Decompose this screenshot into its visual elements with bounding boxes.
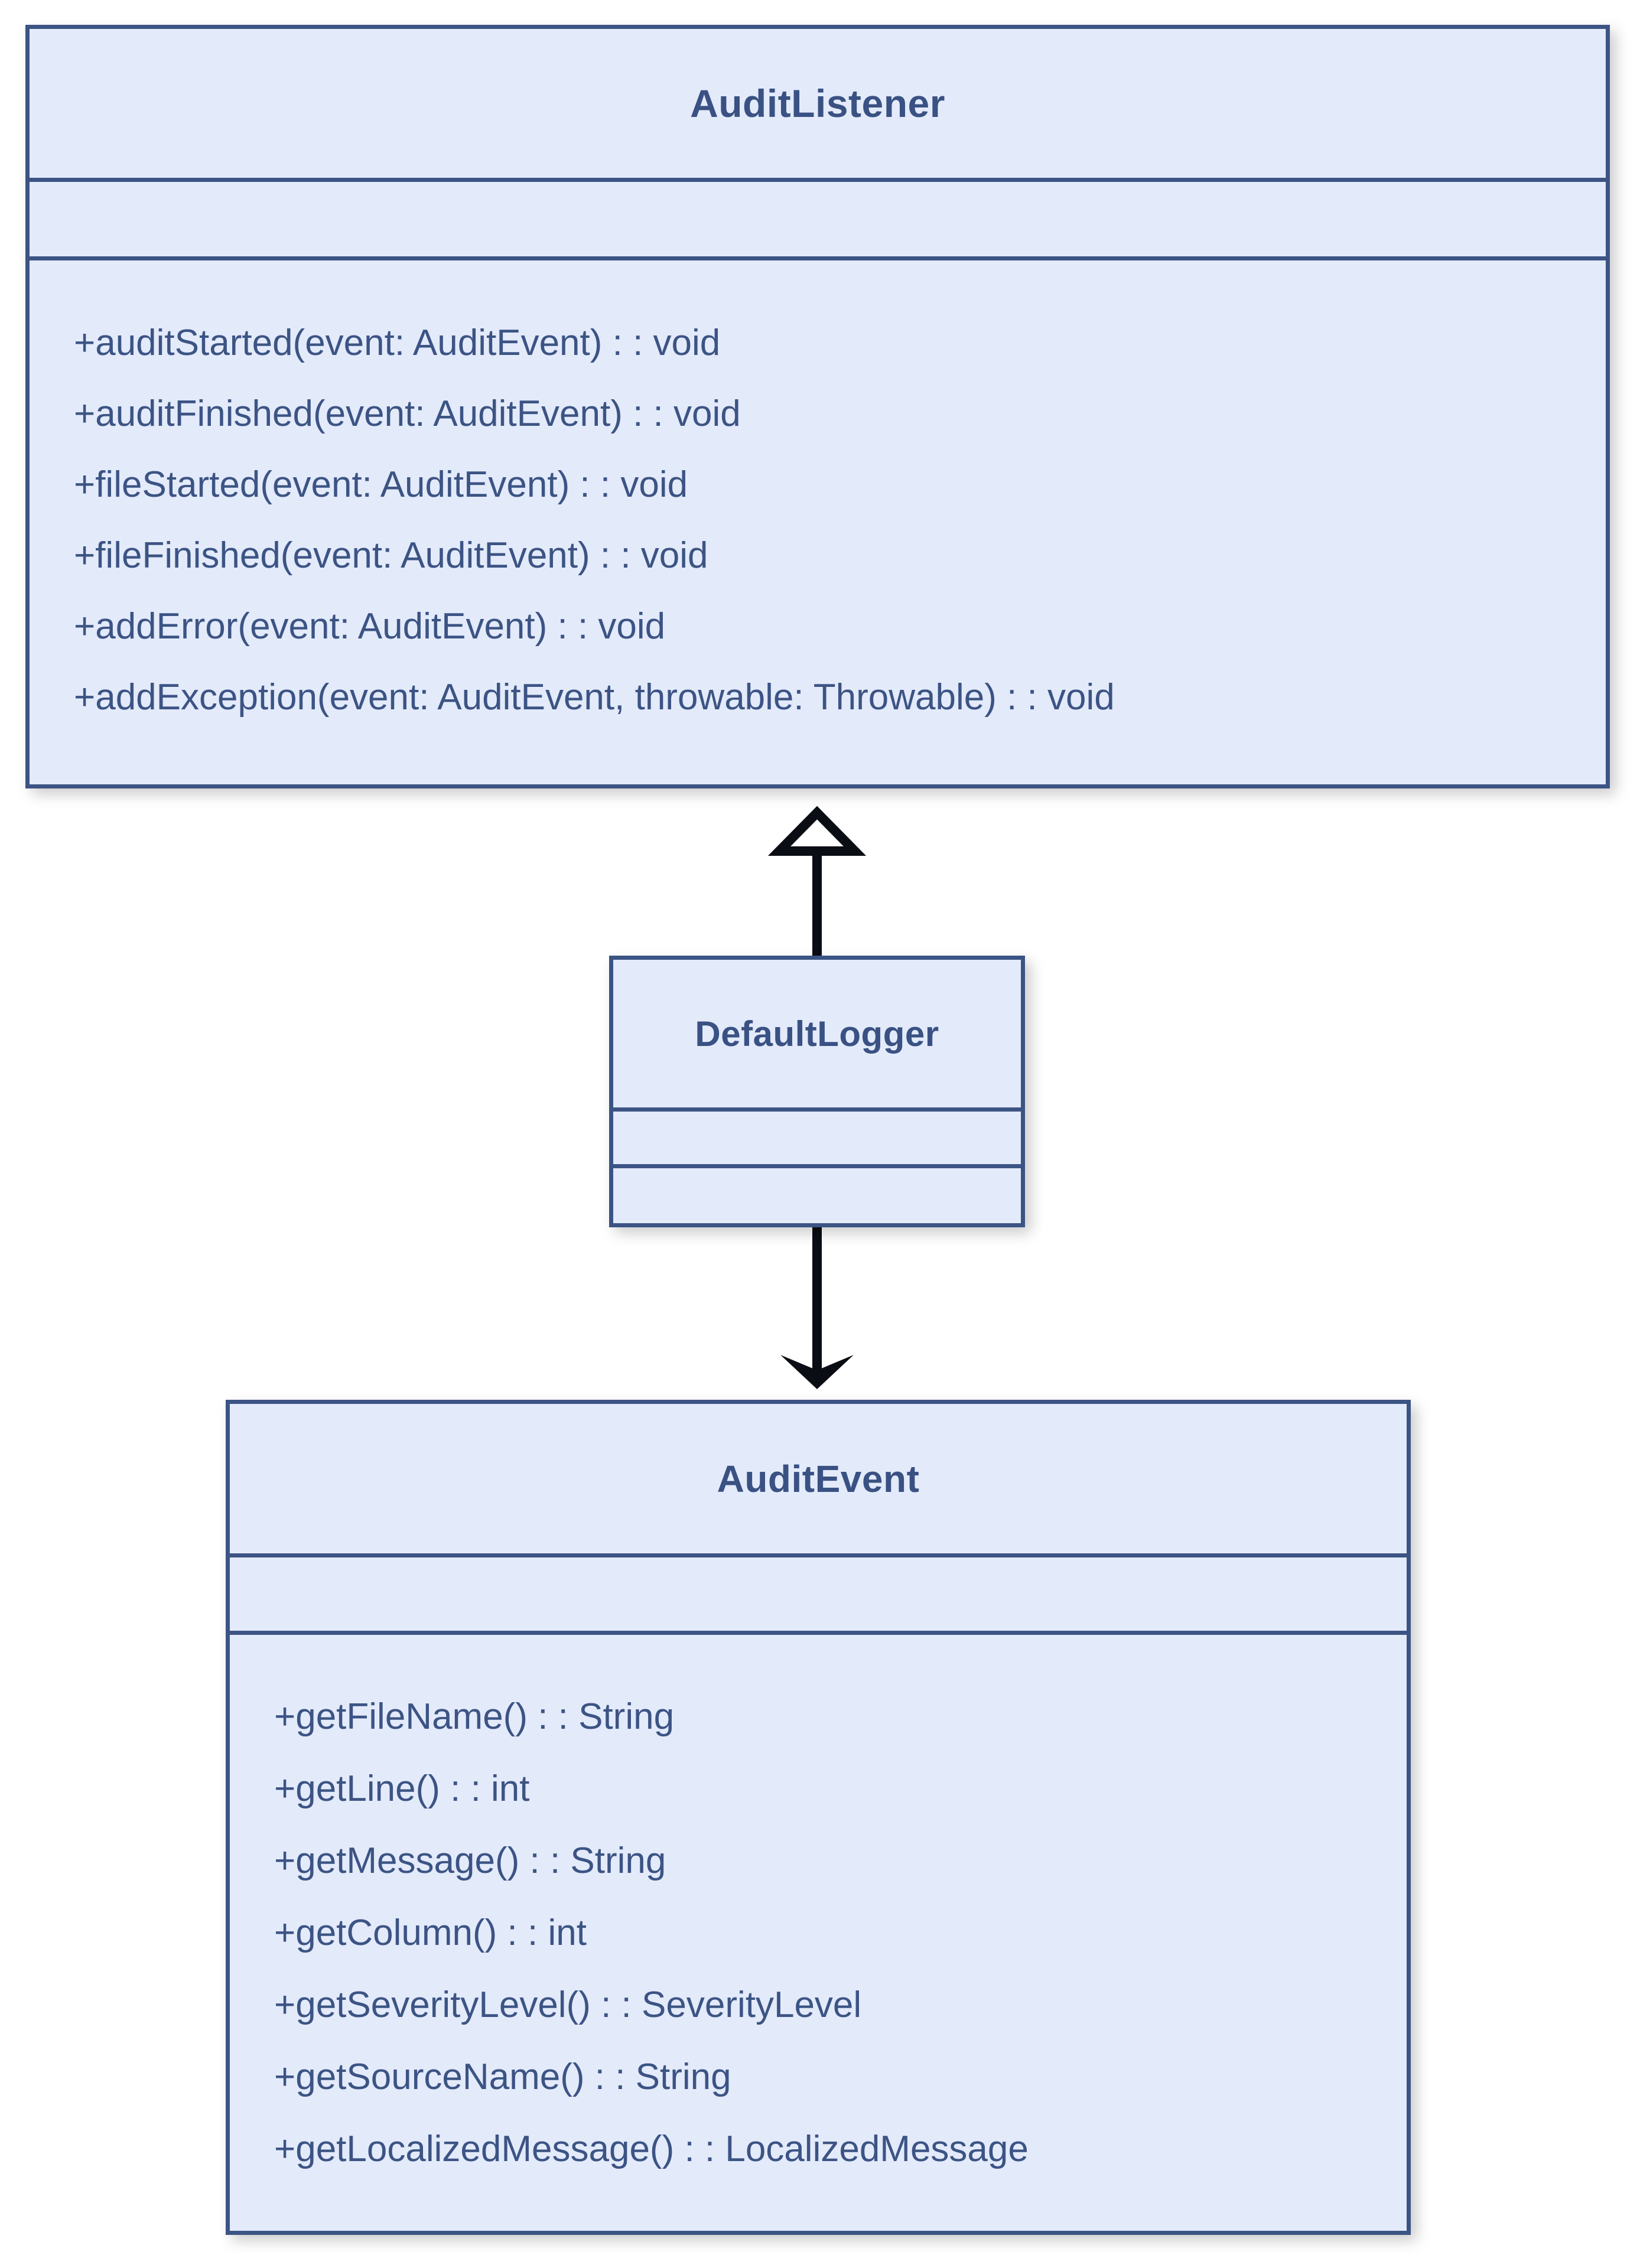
generalization-arrow-defaultlogger-to-auditlistener [767, 806, 867, 956]
method-item: +auditFinished(event: AuditEvent) : : vo… [74, 393, 741, 434]
method-item: +getFileName() : : String [274, 1696, 675, 1737]
attributes-compartment-auditevent [230, 1553, 1407, 1631]
method-item: +getMessage() : : String [274, 1840, 666, 1881]
method-item: +addError(event: AuditEvent) : : void [74, 606, 666, 647]
class-box-auditevent[interactable]: AuditEvent +getFileName() : : String +ge… [226, 1400, 1411, 2235]
class-name-auditlistener: AuditListener [690, 82, 945, 125]
methods-compartment-auditlistener: +auditStarted(event: AuditEvent) : : voi… [30, 256, 1606, 780]
method-item: +getLocalizedMessage() : : LocalizedMess… [274, 2128, 1029, 2169]
method-item: +fileStarted(event: AuditEvent) : : void [74, 464, 688, 505]
class-name-auditevent: AuditEvent [717, 1457, 920, 1500]
hollow-triangle-arrowhead-icon [767, 806, 867, 856]
method-item: +fileFinished(event: AuditEvent) : : voi… [74, 535, 708, 576]
solid-arrowhead-icon [780, 1355, 854, 1389]
method-item: +getSourceName() : : String [274, 2056, 731, 2097]
class-name-defaultlogger: DefaultLogger [695, 1014, 939, 1054]
class-box-auditlistener[interactable]: AuditListener +auditStarted(event: Audit… [25, 25, 1610, 788]
class-box-defaultlogger[interactable]: DefaultLogger [609, 956, 1025, 1227]
association-arrow-defaultlogger-to-auditevent [780, 1227, 854, 1389]
method-item: +getSeverityLevel() : : SeverityLevel [274, 1984, 862, 2025]
attributes-compartment-defaultlogger [613, 1107, 1021, 1164]
method-item: +auditStarted(event: AuditEvent) : : voi… [74, 322, 721, 363]
methods-compartment-defaultlogger [613, 1164, 1021, 1220]
method-item: +getColumn() : : int [274, 1912, 587, 1953]
method-item: +getLine() : : int [274, 1768, 530, 1809]
methods-compartment-auditevent: +getFileName() : : String +getLine() : :… [230, 1631, 1407, 2231]
attributes-compartment-auditlistener [30, 178, 1606, 256]
method-item: +addException(event: AuditEvent, throwab… [74, 677, 1115, 718]
